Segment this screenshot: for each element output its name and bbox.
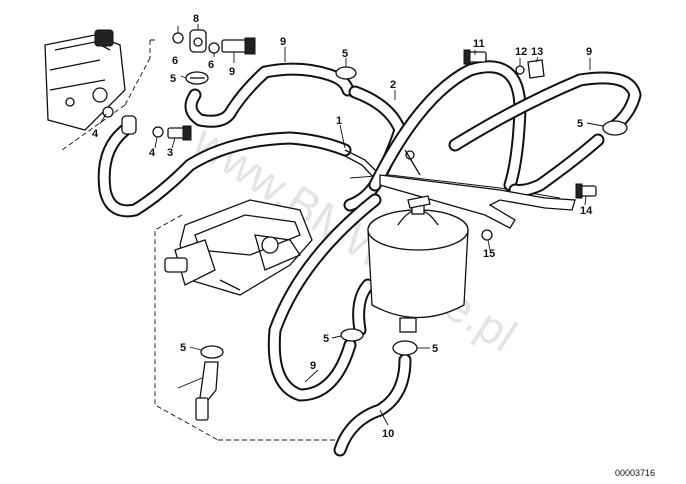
callout-3: 3: [167, 147, 173, 159]
bracket: [379, 149, 576, 229]
hose-reservoir-return: [352, 278, 375, 337]
steering-box: [44, 29, 126, 131]
callout-9-b: 9: [586, 46, 592, 58]
clamp-5-lower-right: [392, 340, 418, 356]
callout-10: 11: [473, 38, 485, 50]
hose-9-bottom: [333, 353, 412, 457]
clamp-5-bottom-left: [200, 345, 224, 359]
callout-11: 12: [515, 46, 527, 58]
clamp-5-right: [602, 120, 628, 136]
hose-9-top-left: [184, 62, 355, 128]
pipe-1: [344, 149, 381, 181]
fitting-7: [189, 29, 207, 53]
washer-11: [515, 65, 525, 75]
reservoir: [367, 195, 469, 333]
frame-pump: [154, 214, 345, 441]
pump: [164, 199, 313, 296]
leader-lines: [99, 24, 604, 426]
banjo-fitting-left: [121, 115, 137, 135]
callout-1: 1: [336, 115, 342, 127]
callout-5-b: 5: [342, 48, 348, 60]
callout-9-c: 9: [310, 360, 316, 372]
washer-6b: [208, 42, 220, 54]
callout-14: 15: [483, 248, 495, 260]
hose-9-right: [448, 71, 642, 152]
nut-14: [481, 229, 493, 241]
callout-6-a: 6: [172, 55, 178, 67]
callout-5-f: 5: [180, 342, 186, 354]
bolt-13: [575, 183, 597, 199]
bolt-3: [167, 125, 192, 141]
washer-4b: [152, 126, 164, 138]
callout-4-b: 4: [149, 147, 156, 159]
hose-9-long-arc: [368, 60, 527, 192]
hose-right-down: [508, 133, 605, 197]
callout-6-b: 6: [208, 59, 214, 71]
clamp-5-lower-left: [340, 328, 364, 342]
clamp-5-top-center: [335, 66, 357, 80]
callout-5-e: 5: [432, 343, 438, 355]
diagram-code: 00003716: [615, 468, 655, 478]
hose-9-lower-long: [267, 193, 382, 402]
bolt-10: [463, 49, 487, 65]
callout-9-a: 9: [280, 36, 286, 48]
callout-9-d: 10: [382, 428, 394, 440]
callout-8: 9: [229, 66, 235, 78]
frame-steering-box: [61, 39, 155, 151]
callout-4-a: 4: [92, 128, 99, 140]
bolt-8: [221, 37, 256, 55]
clip-12: [527, 59, 545, 79]
callout-5-c: 5: [577, 118, 583, 130]
fitting-15: [195, 361, 219, 421]
washer-4a: [102, 106, 114, 118]
clamp-5-top-left: [185, 71, 209, 85]
callout-13: 14: [580, 205, 593, 217]
callout-12: 13: [531, 46, 543, 58]
washer-6a: [172, 32, 184, 44]
callout-5-a: 5: [170, 73, 176, 85]
callout-5-d: 5: [323, 333, 329, 345]
hose-4-left: [97, 123, 352, 218]
callout-7: 8: [193, 13, 199, 25]
callout-2: 2: [390, 79, 396, 91]
